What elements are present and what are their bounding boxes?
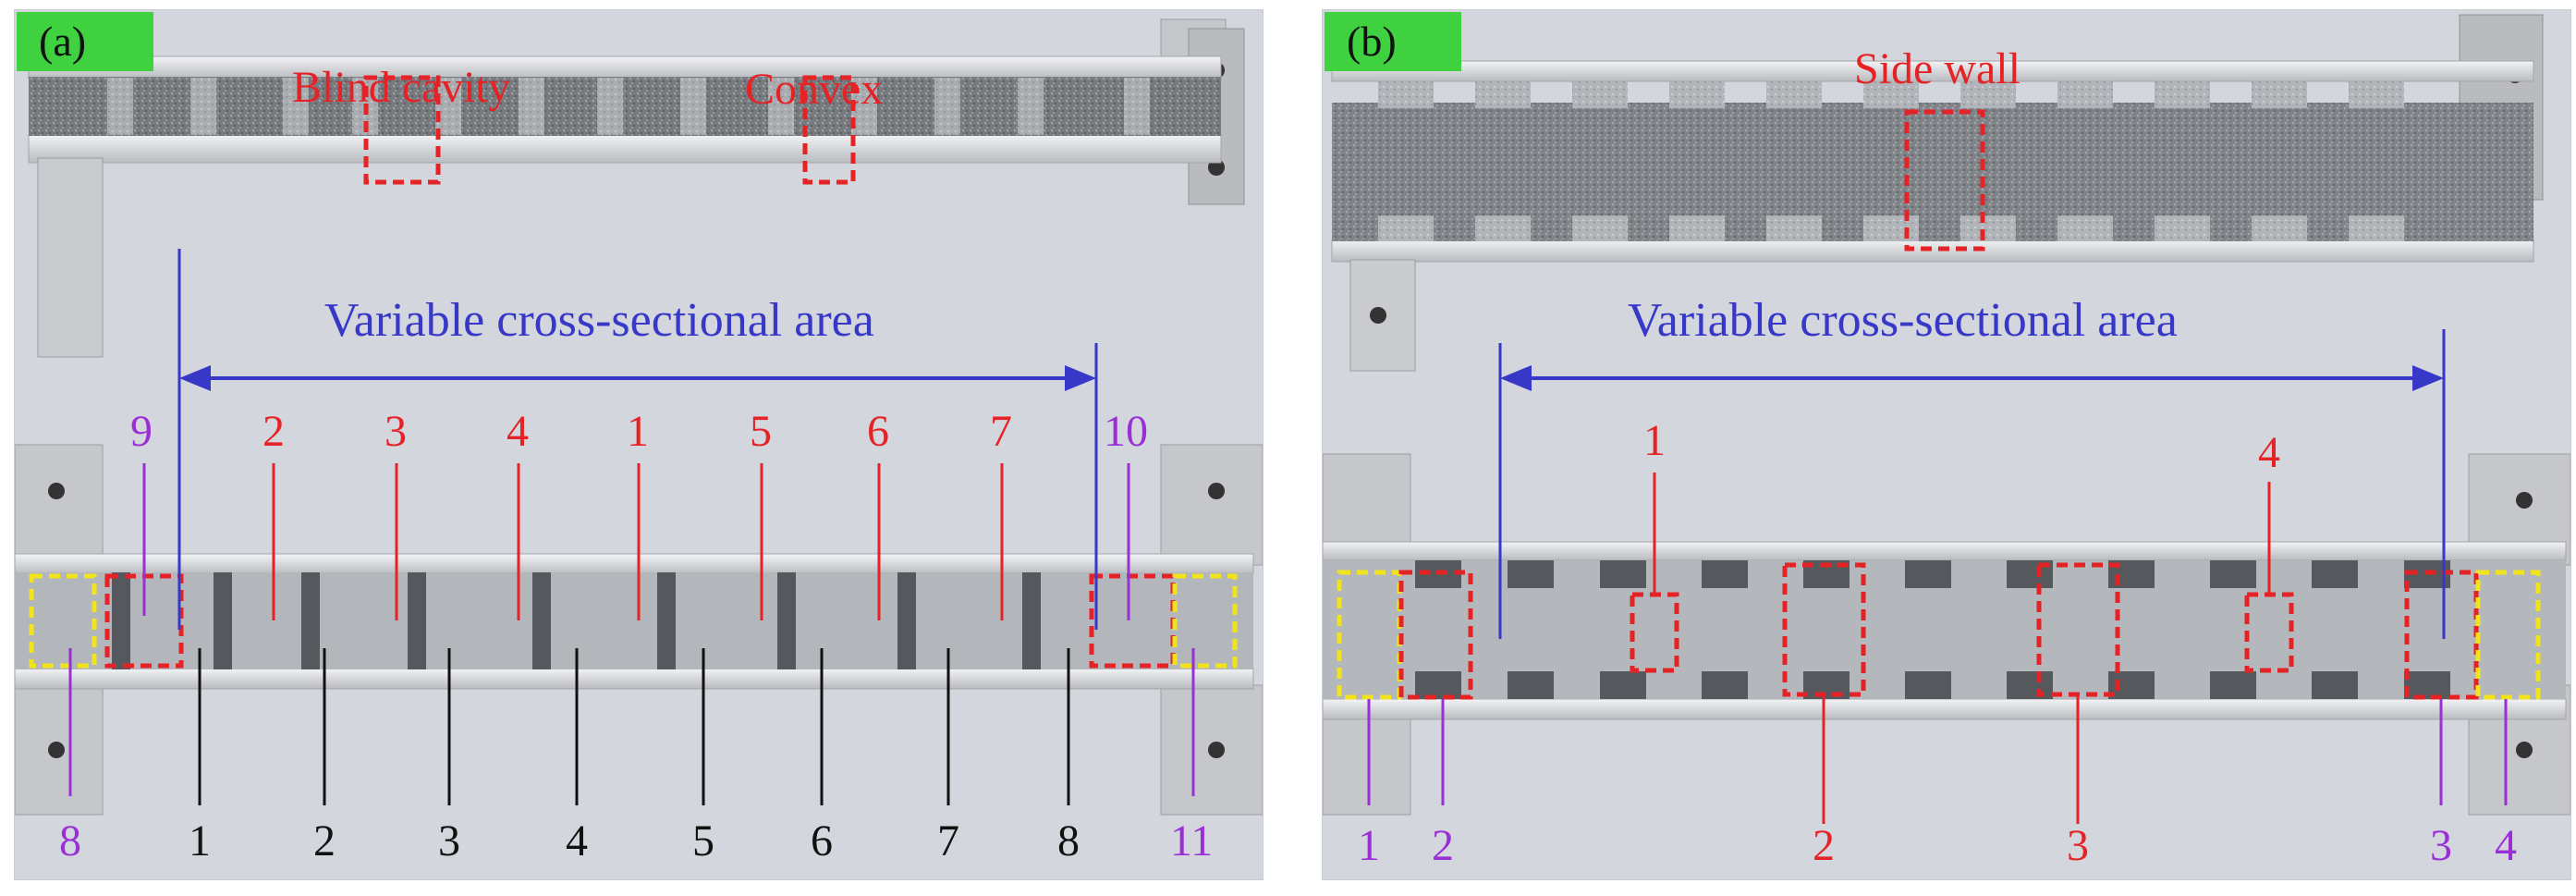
red-number-b: 4 xyxy=(2258,428,2280,477)
bottom-number: 2 xyxy=(313,816,336,865)
red-number-b: 1 xyxy=(1643,416,1666,465)
top-number: 1 xyxy=(627,407,649,456)
top-number: 7 xyxy=(990,407,1012,456)
black-leaders-a xyxy=(198,648,1070,805)
bottom-number: 3 xyxy=(438,816,460,865)
bottom-number: 7 xyxy=(937,816,959,865)
yellow-box-left-a xyxy=(29,573,97,669)
photo-panel-b: (b) Side wall Variable cross-sectional a… xyxy=(1322,9,2571,880)
red-box-b-left xyxy=(1398,570,1473,700)
top-number: 4 xyxy=(507,407,529,456)
bottom-number: 4 xyxy=(566,816,588,865)
top-number: 10 xyxy=(1104,407,1148,456)
bottom-cavities-a xyxy=(112,572,1041,669)
side-wall-label: Side wall xyxy=(1854,44,2021,93)
blind-cavity-label: Blind cavity xyxy=(292,63,510,112)
bottom-number: 1 xyxy=(189,816,211,865)
top-number: 6 xyxy=(867,407,889,456)
panel-a-tag: (a) xyxy=(17,12,153,71)
bottom-number-b: 4 xyxy=(2495,821,2517,870)
bottom-number-b: 3 xyxy=(2430,821,2452,870)
arrow-head-right-b xyxy=(2412,365,2444,391)
panel-b-photo xyxy=(1323,14,2570,824)
panel-a-photo xyxy=(15,18,1263,816)
red-leaders-b xyxy=(1653,473,2271,824)
purple-leaders-a xyxy=(68,463,1195,796)
convex-box xyxy=(802,75,856,185)
red-leaders-a xyxy=(272,463,1004,620)
variable-area-label-a: Variable cross-sectional area xyxy=(324,294,874,347)
bottom-number: 8 xyxy=(59,816,81,865)
bottom-specimen-b xyxy=(1323,453,2570,816)
arrow-head-left-a xyxy=(179,365,211,391)
top-number: 5 xyxy=(750,407,772,456)
photo-panel-a: (a) Blind cavity Convex Variable cross-s… xyxy=(14,9,1264,880)
top-specimen-a xyxy=(28,18,1245,358)
purple-leaders-b xyxy=(1367,699,2508,805)
convex-label: Convex xyxy=(745,65,884,114)
bottom-number-b: 1 xyxy=(1358,821,1380,870)
yellow-box-right-a xyxy=(1172,573,1238,669)
top-number: 2 xyxy=(262,407,285,456)
side-wall-box xyxy=(1904,109,1985,252)
bottom-number-b: 2 xyxy=(1813,821,1835,870)
blind-cavity-box xyxy=(363,75,441,185)
bottom-number: 8 xyxy=(1057,816,1080,865)
top-number: 9 xyxy=(130,407,153,456)
arrow-head-right-a xyxy=(1065,365,1096,391)
top-specimen-b xyxy=(1331,14,2544,372)
bottom-number: 11 xyxy=(1170,816,1214,865)
yellow-box-left-b xyxy=(1337,570,1402,700)
yellow-box-right-b xyxy=(2475,570,2541,700)
panel-b-tag: (b) xyxy=(1325,12,1461,71)
bottom-number-b: 3 xyxy=(2067,821,2089,870)
arrow-head-left-b xyxy=(1500,365,1532,391)
variable-area-label-b: Variable cross-sectional area xyxy=(1628,294,2178,347)
bottom-number: 6 xyxy=(811,816,833,865)
bottom-number: 5 xyxy=(692,816,714,865)
top-number: 3 xyxy=(385,407,407,456)
bottom-number-b: 2 xyxy=(1432,821,1454,870)
